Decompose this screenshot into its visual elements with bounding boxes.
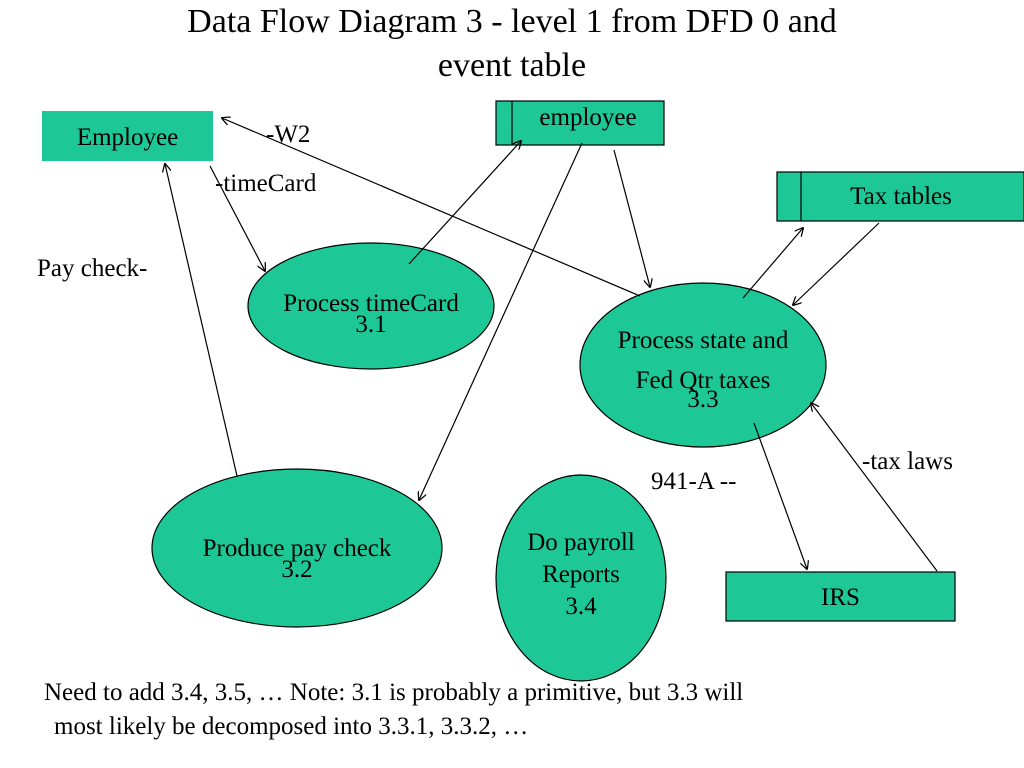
process-3-2-ellipse: [151, 468, 443, 628]
irs-entity-box: [725, 571, 956, 622]
flow-employee-store-to-3-2-arrow: [419, 142, 583, 500]
flow-941a-arrow: [753, 422, 807, 569]
process-3-1-name: Process timeCard: [283, 290, 459, 317]
flow-label-timecard: -timeCard: [215, 170, 317, 197]
process-3-3-ellipse: [579, 282, 827, 448]
flow-tax-laws-arrow: [811, 403, 938, 572]
flow-label-w2: -W2: [266, 121, 311, 148]
flow-paycheck-arrow: [165, 164, 238, 477]
process-3-1-number: 3.1: [355, 311, 387, 338]
process-3-4-name-line-2: Reports: [542, 561, 620, 588]
flow-label-941a: 941-A --: [651, 468, 737, 495]
footer-note: Need to add 3.4, 3.5, … Note: 3.1 is pro…: [44, 676, 743, 744]
flow-tax-tables-to-3-3-arrow: [793, 222, 880, 305]
diagram-title-line-2: event table: [437, 47, 587, 84]
diagram-title-line-1: Data Flow Diagram 3 - level 1 from DFD 0…: [187, 3, 837, 40]
flow-label-paycheck: Pay check-: [37, 255, 148, 282]
process-3-3-name-line-2: Fed Qtr taxes: [635, 367, 771, 394]
footer-note-line-1: Need to add 3.4, 3.5, … Note: 3.1 is pro…: [44, 679, 744, 706]
flow-3-1-to-employee-store-arrow: [408, 141, 521, 265]
process-3-3-name-line-1: Process state and: [617, 327, 789, 354]
flow-w2-arrow: [222, 118, 641, 297]
process-3-1-ellipse: [247, 242, 495, 370]
process-3-4-ellipse: [495, 474, 667, 682]
employee-store-label: employee: [539, 104, 637, 131]
process-3-4-number: 3.4: [565, 593, 597, 620]
flow-employee-store-to-3-3-arrow: [613, 149, 650, 287]
employee-entity-box: [42, 111, 213, 161]
footer-note-line-2: most likely be decomposed into 3.3.1, 3.…: [54, 713, 529, 740]
process-3-2-label: Produce pay check 3.2: [152, 535, 442, 584]
flow-3-3-to-tax-tables-arrow: [742, 228, 803, 299]
process-3-3-number: 3.3: [687, 386, 719, 413]
employee-store-box: [495, 100, 665, 146]
tax-tables-store-label: Tax tables: [850, 183, 952, 210]
flow-timecard-arrow: [209, 165, 265, 271]
process-3-3-label: Process state and Fed Qtr taxes 3.3: [580, 326, 826, 415]
flow-label-tax-laws: -tax laws: [862, 448, 953, 475]
process-3-2-name: Produce pay check: [202, 535, 392, 562]
employee-entity-label: Employee: [76, 124, 179, 151]
process-3-1-label: Process timeCard 3.1: [248, 290, 494, 339]
process-3-2-number: 3.2: [281, 556, 313, 583]
irs-entity-label: IRS: [821, 584, 860, 611]
process-3-4-name-line-1: Do payroll: [527, 529, 635, 556]
tax-tables-store-box: [776, 171, 1024, 222]
process-3-4-label: Do payroll Reports 3.4: [496, 528, 666, 622]
diagram-title: Data Flow Diagram 3 - level 1 from DFD 0…: [0, 0, 1024, 88]
